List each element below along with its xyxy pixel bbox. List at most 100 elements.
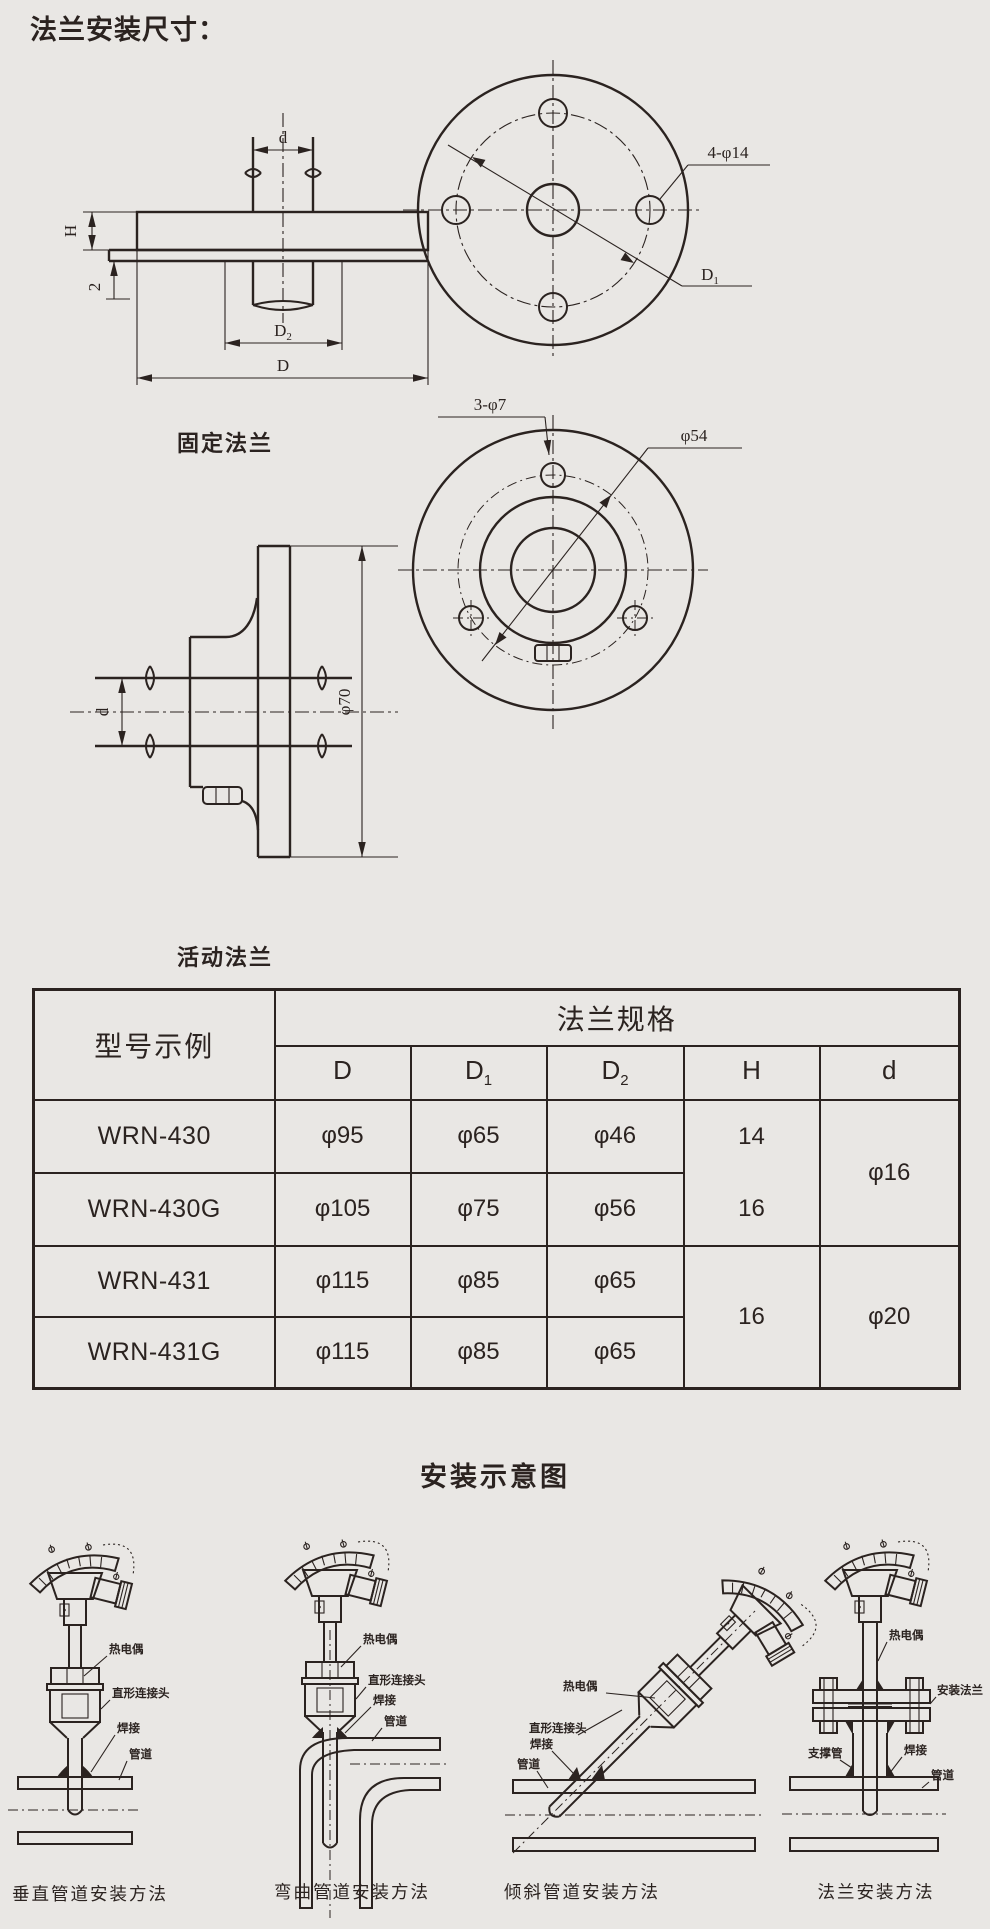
label-mount-flange: 安装法兰 [937,1683,983,1697]
col-header-D1: D1 [409,1044,548,1101]
label-connector: 直形连接头 [368,1673,426,1687]
thermocouple-head [815,1523,930,1623]
weld-bead [845,1763,895,1777]
label-thermocouple: 热电偶 [889,1628,924,1642]
model-header: 型号示例 [32,988,276,1101]
pipe-break [145,665,155,691]
dim-label-D2: D2 [274,321,292,343]
hub-nut [202,786,243,805]
diagram-caption: 倾斜管道安装方法 [504,1882,660,1902]
probe [862,1622,878,1816]
label-weld: 焊接 [904,1743,927,1757]
d-merged-cell: φ16 [818,1098,961,1247]
weld-bead [845,1721,895,1735]
holes-label: 3-φ7 [474,395,507,414]
weld-bead [312,1727,348,1738]
table-row: WRN-431 φ115 φ85 φ65 16 φ20 [32,1244,961,1390]
bolt-hole [540,462,566,488]
probe [68,1625,82,1668]
probe-axis [512,1610,756,1854]
socket-extension-lines [224,261,343,350]
dim-line-54 [481,447,649,662]
label-thermocouple: 热电偶 [109,1642,144,1656]
value-cell: φ65 [409,1098,548,1174]
flange-spec-table: 型号示例 法兰规格 D D1 D2 H d WRN-430 φ95 φ65 φ4… [32,988,961,1390]
col-header-d: d [818,1044,961,1101]
pipe-break [252,300,314,311]
H-value: 14 [738,1122,765,1150]
dim-label-2: 2 [85,283,104,292]
label-connector: 直形连接头 [529,1721,587,1735]
probe [323,1622,337,1662]
thin-plate [107,248,428,263]
d-merged-cell: φ20 [818,1244,961,1390]
label-thermocouple: 热电偶 [363,1632,398,1646]
straight-connector [46,1667,104,1739]
pipe-wall [17,1776,133,1790]
value-cell: φ95 [273,1098,412,1174]
model-cell: WRN-430 [32,1098,276,1174]
diagram-flange-mount: 热电偶 安装法兰 支撑管 焊接 管道 法兰安装方法 [782,1523,983,1902]
bore-circle [509,526,597,614]
fixed-flange-caption: 固定法兰 [176,431,273,456]
installation-diagrams: 热电偶 直形连接头 焊接 管道 垂直管道安装方法 热电偶 直形连接头 焊接 [8,1523,983,1918]
bolt-hole [538,292,568,322]
value-cell: φ65 [545,1315,685,1390]
dim-label-d: d [279,128,288,147]
hub-top [190,597,259,639]
flange-bolt [905,1677,924,1734]
pipe-wall [789,1837,939,1852]
fixed-flange-drawing: d H 2 D2 D [61,60,770,385]
hub-circle [478,495,628,645]
label-weld: 焊接 [373,1693,396,1707]
thermocouple-head [275,1523,390,1623]
flange-disc [256,544,292,859]
label-pipe: 管道 [931,1768,954,1782]
label-weld: 焊接 [117,1721,140,1735]
pipe-wall [512,1779,756,1794]
dim-label-D1: D1 [701,265,719,287]
label-thermocouple: 热电偶 [563,1679,598,1693]
dim-line-D1 [447,144,683,287]
bolt-hole [635,195,665,225]
bolt-hole [538,98,568,128]
hub-bottom-curve [241,799,260,831]
dim-label-D: D [277,356,289,375]
diagram-inclined-pipe: 热电偶 直形连接头 焊接 管道 倾斜管道安装方法 [504,1533,837,1902]
label-support-tube: 支撑管 [807,1746,843,1760]
H-value: 16 [738,1194,765,1222]
value-cell: φ115 [273,1315,412,1390]
center-bore [525,182,581,238]
model-cell: WRN-430G [32,1171,276,1247]
thermocouple-head [685,1533,837,1684]
loose-flange-side-view: d φ70 [70,544,398,859]
loose-flange-front-view: 3-φ7 φ54 [398,395,742,730]
value-cell: φ85 [409,1315,548,1390]
weld-bead [856,1679,884,1690]
dim-label-d: d [93,707,112,716]
mount-flange-plate [812,1689,931,1704]
installation-title: 安装示意图 [420,1462,570,1492]
label-pipe: 管道 [384,1714,407,1728]
H-merged-cell: 16 [682,1244,821,1390]
value-cell: φ65 [545,1244,685,1318]
group-header: 法兰规格 [273,988,961,1047]
clamp-nut [534,644,572,662]
label-connector: 直形连接头 [112,1686,170,1700]
model-cell: WRN-431 [32,1244,276,1318]
diagram-vertical-pipe: 热电偶 直形连接头 焊接 管道 垂直管道安装方法 [8,1526,170,1904]
dim-label-70: φ70 [335,689,354,716]
value-cell: φ56 [545,1171,685,1247]
table-row: WRN-430G φ105 φ75 φ56 [32,1171,960,1247]
H-merged-cell: 14 16 [682,1098,821,1247]
value-cell: φ105 [273,1171,412,1247]
weld-bead [568,1765,605,1780]
dim-label-54: φ54 [681,426,708,445]
pipe-wall [512,1837,756,1852]
weld-bead [57,1765,93,1777]
diagram-bent-pipe: 热电偶 直形连接头 焊接 管道 弯曲管道安装方法 [274,1523,448,1918]
col-header-H: H [682,1044,821,1101]
diagram-caption: 垂直管道安装方法 [12,1884,168,1904]
label-pipe: 管道 [129,1747,152,1761]
